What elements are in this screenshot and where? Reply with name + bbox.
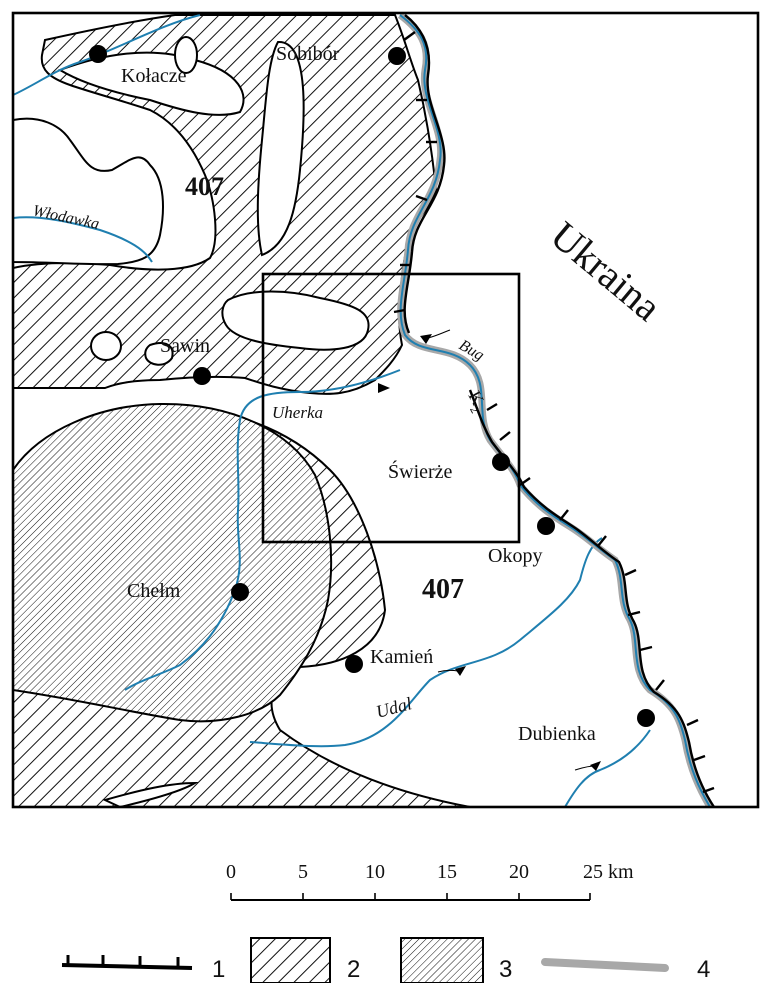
river-dubienka-stream: [564, 729, 651, 807]
legend-item-3: 3: [400, 937, 512, 983]
legend-number-4: 4: [697, 956, 710, 983]
fine-hatched-area: [13, 402, 333, 723]
flow-line-dubienka: [574, 765, 595, 771]
town-dot-dubienka[interactable]: [637, 709, 655, 727]
white-patch: [57, 51, 245, 116]
flow-line-bug: [427, 329, 451, 339]
label-udal: Udal: [374, 693, 414, 722]
arrow-uherka: [378, 383, 390, 393]
label-uherka: Uherka: [272, 403, 323, 422]
town-markers: [89, 45, 655, 727]
flow-arrows: [378, 334, 601, 771]
legend-number-2: 2: [347, 956, 360, 983]
white-patch: [90, 331, 122, 361]
scale-tick-20: 20: [509, 861, 529, 883]
label-kolacze: Kołacze: [121, 65, 187, 87]
svg-text:K2: K2: [461, 387, 491, 415]
river-northwest: [13, 14, 201, 96]
town-dot-sawin[interactable]: [193, 367, 211, 385]
legend-item-1: 1: [61, 955, 225, 983]
label-chelm: Chełm: [127, 580, 181, 602]
label-country: Ukraina: [542, 212, 670, 329]
unit-subscript: 2: [467, 404, 482, 416]
bug-river-halo: [397, 13, 714, 807]
label-sobibor: Sobibór: [276, 43, 340, 65]
label-dubienka: Dubienka: [518, 723, 596, 745]
river-uherka: [124, 369, 401, 691]
river-network: [13, 14, 651, 807]
flow-line-kamien: [437, 669, 459, 673]
scale-bar: 0 5 10 15 20 25 km: [226, 861, 634, 901]
label-sawin: Sawin: [160, 335, 210, 357]
arrow-dubienka: [590, 761, 601, 771]
hatched-area-north: [13, 14, 438, 395]
scale-tick-15: 15: [437, 861, 457, 883]
river-udal: [249, 537, 603, 748]
town-dot-chelm[interactable]: [231, 583, 249, 601]
scale-tick-0: 0: [226, 861, 236, 883]
town-dot-kolacze[interactable]: [89, 45, 107, 63]
white-patch: [221, 290, 370, 351]
town-dot-kamien[interactable]: [345, 655, 363, 673]
scale-tick-25: 25 km: [583, 861, 634, 883]
legend-item-2: 2: [250, 937, 360, 983]
legend-number-3: 3: [499, 956, 512, 983]
town-dot-sobibor[interactable]: [388, 47, 406, 65]
label-swierze: Świerże: [388, 459, 453, 483]
label-okopy: Okopy: [488, 545, 542, 567]
label-region-north: 407: [185, 172, 224, 201]
legend-number-1: 1: [212, 956, 225, 983]
arrow-bug: [420, 334, 432, 344]
legend: 1 2 3 4: [61, 937, 710, 983]
label-region-south: 407: [422, 574, 464, 605]
arrow-kamien: [455, 666, 466, 676]
white-patch: [102, 781, 199, 807]
river-wlodawka: [13, 216, 153, 263]
bug-river: [399, 14, 711, 807]
white-patch: [13, 117, 164, 266]
scale-tick-5: 5: [298, 861, 308, 883]
boundary-ticks: [393, 31, 715, 794]
legend-item-4: 4: [541, 956, 710, 983]
ticked-boundary: [403, 14, 715, 807]
study-area-box[interactable]: [261, 272, 521, 544]
map-frame: [11, 11, 760, 809]
white-patch: [256, 40, 305, 257]
label-kamien: Kamień: [370, 646, 433, 668]
town-dot-okopy[interactable]: [537, 517, 555, 535]
scale-tick-10: 10: [365, 861, 385, 883]
town-dot-swierze[interactable]: [492, 453, 510, 471]
white-patch: [174, 36, 198, 74]
white-patch: [144, 342, 174, 366]
label-unit-k2: K2: [461, 387, 491, 415]
